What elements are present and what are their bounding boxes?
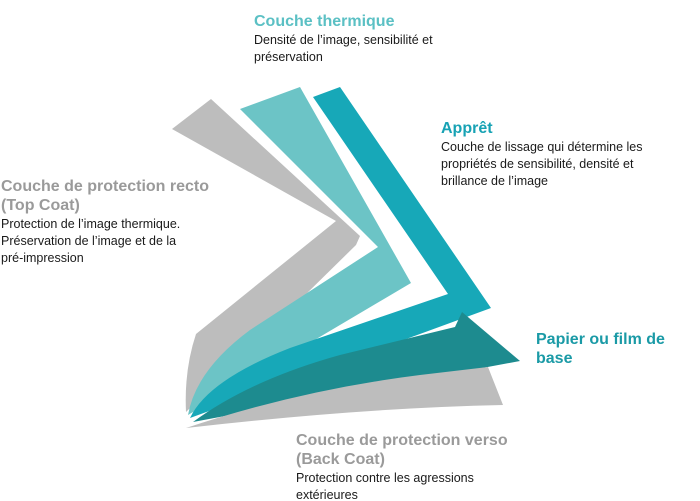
- backcoat-layer-desc-line: extérieures: [296, 488, 358, 501]
- thermal-layer-shape: [188, 87, 411, 415]
- topcoat-layer-desc-line: Protection de l’image thermique.: [1, 217, 181, 231]
- base-layer-shape: [193, 312, 520, 422]
- backcoat-layer-shape: [186, 367, 503, 428]
- primer-layer-label: Apprêt Couche de lissage qui détermine l…: [441, 119, 643, 190]
- primer-layer-desc-line: propriétés de sensibilité, densité et: [441, 157, 634, 171]
- topcoat-layer-shape: [172, 99, 360, 412]
- topcoat-layer-label: Couche de protection recto (Top Coat) Pr…: [1, 177, 209, 267]
- thermal-layer-desc-line: Densité de l’image, sensibilité et: [254, 33, 433, 47]
- backcoat-layer-desc-line: Protection contre les agressions: [296, 471, 474, 485]
- topcoat-layer-desc-line: pré-impression: [1, 251, 84, 265]
- backcoat-title-line: (Back Coat): [296, 451, 385, 468]
- topcoat-title-line: (Top Coat): [1, 197, 80, 214]
- backcoat-layer-title: Couche de protection verso (Back Coat): [296, 431, 508, 469]
- primer-layer-shape: [190, 87, 491, 418]
- backcoat-layer-label: Couche de protection verso (Back Coat) P…: [296, 431, 508, 501]
- base-layer-title: Papier ou film de base: [536, 331, 665, 367]
- topcoat-layer-desc-line: Préservation de l’image et de la: [1, 234, 177, 248]
- primer-layer-desc-line: brillance de l’image: [441, 174, 549, 188]
- backcoat-title-line: Couche de protection verso: [296, 432, 508, 449]
- thermal-layer-title: Couche thermique: [254, 13, 395, 30]
- thermal-layer-label: Couche thermique Densité de l’image, sen…: [254, 12, 433, 66]
- topcoat-title-line: Couche de protection recto: [1, 178, 210, 195]
- topcoat-layer-title: Couche de protection recto (Top Coat): [1, 177, 209, 215]
- base-layer-label: Papier ou film de base: [536, 330, 700, 368]
- primer-layer-title: Apprêt: [441, 120, 493, 137]
- thermal-layer-desc-line: préservation: [254, 50, 323, 64]
- primer-layer-desc-line: Couche de lissage qui détermine les: [441, 140, 643, 154]
